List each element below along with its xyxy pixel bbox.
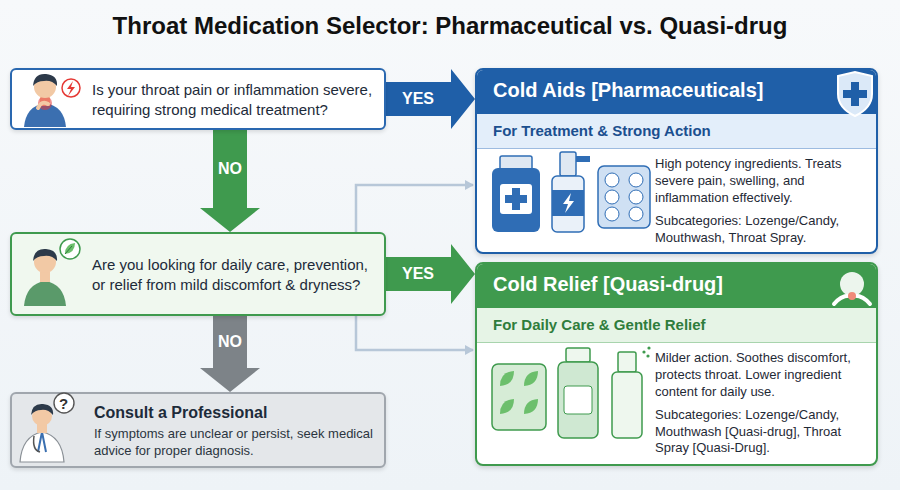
flow-arrow <box>200 316 260 392</box>
sore-throat-person <box>24 74 80 127</box>
advice-body: If symptoms are unclear or persist, seek… <box>94 426 378 460</box>
edge-label: YES <box>402 90 434 108</box>
flow-arrow <box>386 244 475 304</box>
flow-arrow <box>200 130 260 232</box>
panel-body: High potency ingredients. Treats severe … <box>655 156 871 207</box>
pharmaceutical-products <box>492 72 872 232</box>
panel-heading: Cold Aids [Pharmaceuticals] <box>493 79 763 102</box>
panel-body: Milder action. Soothes discomfort, prote… <box>655 350 871 401</box>
mild-discomfort-person <box>24 239 80 306</box>
result-panel: Cold Relief [Quasi-drug] For Daily Care &… <box>475 262 878 466</box>
bubble-symbol: ? <box>59 395 68 412</box>
result-panel: Cold Aids [Pharmaceuticals] For Treatment… <box>475 68 878 254</box>
question-text: Are you looking for daily care, preventi… <box>92 255 378 294</box>
decision-box: Are you looking for daily care, preventi… <box>10 232 386 316</box>
advice-heading: Consult a Professional <box>94 404 378 422</box>
edge-label: NO <box>218 333 242 351</box>
panel-subheading: For Daily Care & Gentle Relief <box>493 316 706 333</box>
quasi-drug-products <box>492 272 870 438</box>
decision-box: Is your throat pain or inflammation seve… <box>10 68 386 130</box>
panel-heading: Cold Relief [Quasi-drug] <box>493 273 723 296</box>
diagram-title: Throat Medication Selector: Pharmaceutic… <box>0 12 900 40</box>
panel-body: Subcategories: Lozenge/Candy, Mouthwash,… <box>655 213 871 247</box>
question-text: Is your throat pain or inflammation seve… <box>92 80 378 119</box>
panel-body: Subcategories: Lozenge/Candy, Mouthwash … <box>655 407 871 458</box>
panel-subheading: For Treatment & Strong Action <box>493 122 711 139</box>
doctor-figure <box>20 393 74 462</box>
edge-label: YES <box>402 265 434 283</box>
edge-label: NO <box>218 160 242 178</box>
hint-connector <box>356 185 473 232</box>
hint-connector <box>356 316 473 350</box>
flow-arrow <box>386 69 475 129</box>
